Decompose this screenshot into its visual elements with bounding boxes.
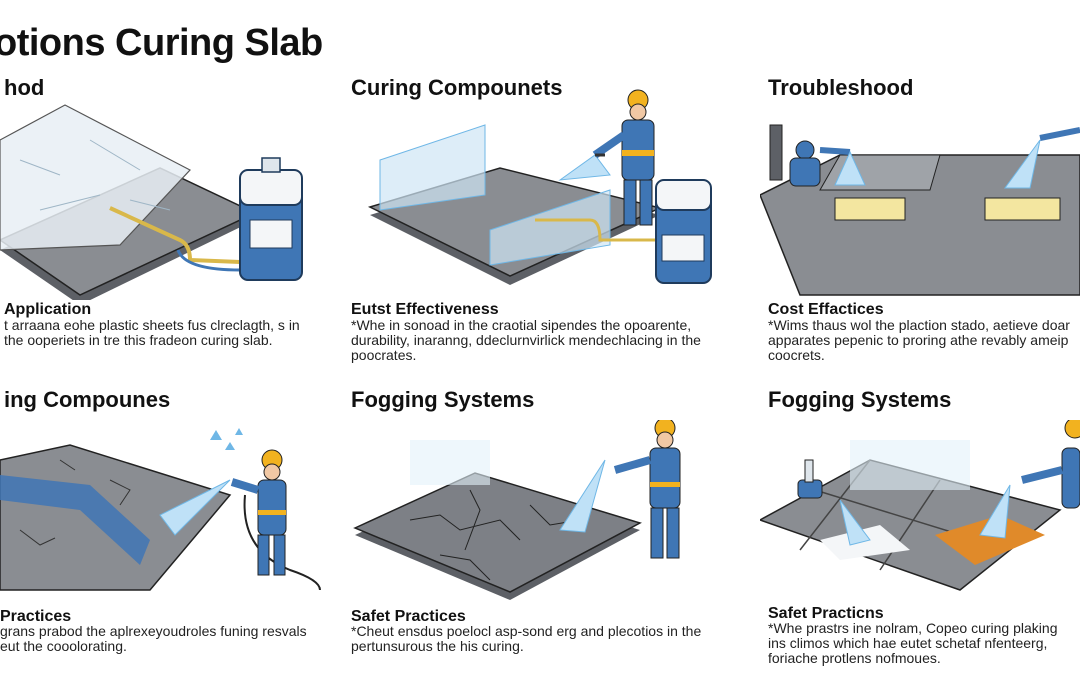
- panel-3-heading: Troubleshood: [768, 75, 914, 100]
- panel-1-body: t arraana eohe plastic sheets fus clrecl…: [4, 317, 300, 348]
- panel-6-body: *Whe prastrs ine nolram, Copeo curing pl…: [768, 620, 1058, 666]
- panel-5-subheading: Safet Practices: [351, 608, 466, 625]
- plastic-sheet-illustration: [0, 104, 303, 300]
- panel-6-subheading: Safet Practicns: [768, 605, 884, 622]
- worker-icon: [1021, 420, 1080, 509]
- troubleshooting-illustration: [760, 124, 1080, 296]
- sprayer-tank-icon: [239, 157, 303, 281]
- page-title: otions Curing Slab: [0, 22, 323, 64]
- panel-2-body: *Whe in sonoad in the craotial sipendes …: [351, 317, 701, 363]
- worker-icon: [230, 449, 287, 576]
- panel-5-heading: Fogging Systems: [351, 387, 535, 412]
- compound-spray-illustration: [0, 428, 321, 591]
- plastic-sheet-icon: [0, 104, 191, 251]
- fogging-nozzle-icon: [797, 459, 823, 499]
- panel-3-subheading: Cost Effactices: [768, 301, 884, 318]
- worker-icon: [592, 89, 655, 226]
- panel-5-body: *Cheut ensdus poelocl asp-sond erg and p…: [351, 623, 702, 654]
- worker-icon: [613, 420, 681, 559]
- worker-icon: [789, 140, 851, 187]
- panel-2-subheading: Eutst Effectiveness: [351, 301, 499, 318]
- fogging-illustration-1: [353, 420, 681, 600]
- sprayer-tank-icon: [655, 179, 712, 284]
- panel-3-body: *Wims thaus wol the plaction stado, aeti…: [768, 317, 1070, 363]
- panel-4-heading: ing Compounes: [4, 387, 171, 412]
- fogging-illustration-2: [760, 420, 1080, 591]
- cracked-slab-icon: [353, 472, 642, 600]
- panel-1-subheading: Application: [4, 301, 92, 318]
- panel-2-heading: Curing Compounets: [351, 75, 563, 100]
- curing-compound-illustration: [367, 89, 712, 285]
- panel-4-body: grans prabod the aplrexeyoudroles funing…: [0, 623, 307, 654]
- panel-6-heading: Fogging Systems: [768, 387, 952, 412]
- panel-1-heading: hod: [4, 75, 45, 100]
- panel-4-subheading: Practices: [0, 608, 72, 625]
